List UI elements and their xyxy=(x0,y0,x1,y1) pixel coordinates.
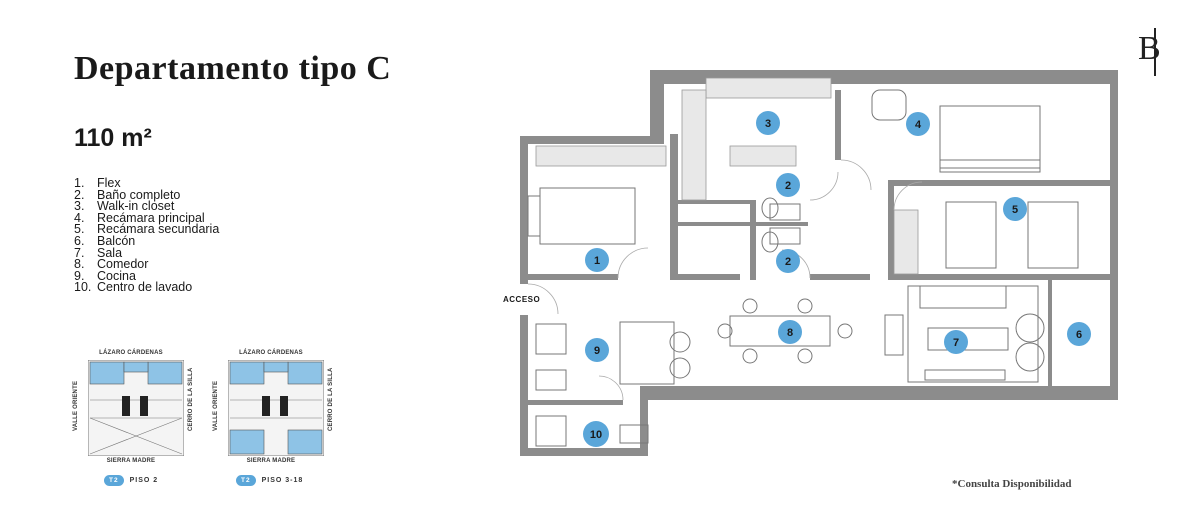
street-label-top: LÁZARO CÁRDENAS xyxy=(99,350,163,356)
room-name: Cocina xyxy=(97,268,136,283)
page-title: Departamento tipo C xyxy=(74,50,392,87)
list-item: 3. Walk-in closet xyxy=(74,199,219,214)
street-label-left: VALLE ORIENTE xyxy=(213,380,219,431)
room-name: Baño completo xyxy=(97,187,181,202)
room-number: 6. xyxy=(74,233,85,248)
room-badge-7: 7 xyxy=(944,330,968,354)
unit-area: 110 m² xyxy=(74,124,152,152)
floor-label: PISO 3-18 xyxy=(261,477,304,484)
room-name: Flex xyxy=(97,176,121,190)
room-number: 2. xyxy=(74,187,85,202)
tower-badge: T2 xyxy=(236,475,256,486)
room-number: 7. xyxy=(74,245,85,260)
room-number: 1. xyxy=(74,176,85,190)
brand-logo: B xyxy=(1138,30,1161,67)
list-item: 8. Comedor xyxy=(74,257,219,272)
availability-note: *Consulta Disponibilidad xyxy=(952,478,1072,490)
logo-stroke xyxy=(1154,28,1156,76)
room-badge-3: 3 xyxy=(756,111,780,135)
street-label-top: LÁZARO CÁRDENAS xyxy=(239,350,303,356)
room-number: 9. xyxy=(74,268,85,283)
key-plan-diagram xyxy=(228,360,324,456)
list-item: 4. Recámara principal xyxy=(74,210,219,225)
svg-text:2: 2 xyxy=(785,256,791,268)
room-badge-4: 4 xyxy=(906,112,930,136)
street-label-right: CERRO DE LA SILLA xyxy=(188,367,194,431)
street-label-bottom: SIERRA MADRE xyxy=(106,458,156,464)
list-item: 7. Sala xyxy=(74,245,219,260)
street-label-bottom: SIERRA MADRE xyxy=(246,458,296,464)
room-badge-6: 6 xyxy=(1067,322,1091,346)
list-item: 9. Cocina xyxy=(74,268,219,283)
room-name: Balcón xyxy=(97,233,136,248)
room-badge-8: 8 xyxy=(778,320,802,344)
closet-hatch xyxy=(535,77,919,275)
room-number: 3. xyxy=(74,199,85,214)
room-badge-2a: 2 xyxy=(776,173,800,197)
list-item: 6. Balcón xyxy=(74,233,219,248)
furniture xyxy=(527,89,1079,447)
svg-text:9: 9 xyxy=(594,345,600,357)
room-name: Walk-in closet xyxy=(97,199,175,214)
room-name: Recámara principal xyxy=(97,210,205,225)
room-number: 10. xyxy=(74,280,92,295)
room-name: Comedor xyxy=(97,257,149,272)
svg-text:10: 10 xyxy=(590,429,602,441)
doors xyxy=(527,159,923,401)
svg-text:5: 5 xyxy=(1012,204,1018,216)
room-badge-10: 10 xyxy=(583,421,609,447)
room-number: 4. xyxy=(74,210,85,225)
room-name: Sala xyxy=(97,245,123,260)
room-name: Recámara secundaria xyxy=(97,222,220,237)
key-plan-diagram xyxy=(88,360,184,456)
svg-text:6: 6 xyxy=(1076,329,1082,341)
tower-badge: T2 xyxy=(104,475,124,486)
floor-tag: T2 PISO 2 xyxy=(104,475,158,486)
floor-label: PISO 2 xyxy=(129,477,159,484)
floor-plan: 1 2 2 3 4 5 6 7 8 9 10 xyxy=(520,70,1118,456)
room-badge-1: 1 xyxy=(585,248,609,272)
svg-text:3: 3 xyxy=(765,118,771,130)
svg-text:2: 2 xyxy=(785,180,791,192)
svg-text:8: 8 xyxy=(787,327,793,339)
room-badges: 1 2 2 3 4 5 6 7 8 9 10 xyxy=(583,111,1091,447)
list-item: 5. Recámara secundaria xyxy=(74,222,220,237)
room-badge-2b: 2 xyxy=(776,249,800,273)
room-list: 1.Flex 2.Baño completo 3.Walk-in closet … xyxy=(74,176,220,295)
key-plan-floor-2: LÁZARO CÁRDENAS VALLE ORIENTE CERRO DE L… xyxy=(73,350,194,486)
street-label-left: VALLE ORIENTE xyxy=(73,380,79,431)
svg-text:7: 7 xyxy=(953,337,959,349)
svg-text:4: 4 xyxy=(915,119,922,131)
room-badge-5: 5 xyxy=(1003,197,1027,221)
list-item: 10. Centro de lavado xyxy=(74,280,219,295)
street-label-right: CERRO DE LA SILLA xyxy=(328,367,334,431)
list-item: 1. Flex xyxy=(74,176,219,190)
room-number: 8. xyxy=(74,257,85,272)
access-label: ACCESO xyxy=(503,295,541,304)
walls xyxy=(520,70,1118,456)
list-item: 2. Baño completo xyxy=(74,187,219,202)
room-number: 5. xyxy=(74,222,85,237)
room-name: Centro de lavado xyxy=(97,280,193,295)
floor-tag: T2 PISO 3-18 xyxy=(236,475,303,486)
key-plan-floor-3-18: LÁZARO CÁRDENAS VALLE ORIENTE CERRO DE L… xyxy=(213,350,334,486)
room-badge-9: 9 xyxy=(585,338,609,362)
svg-text:1: 1 xyxy=(594,255,600,267)
